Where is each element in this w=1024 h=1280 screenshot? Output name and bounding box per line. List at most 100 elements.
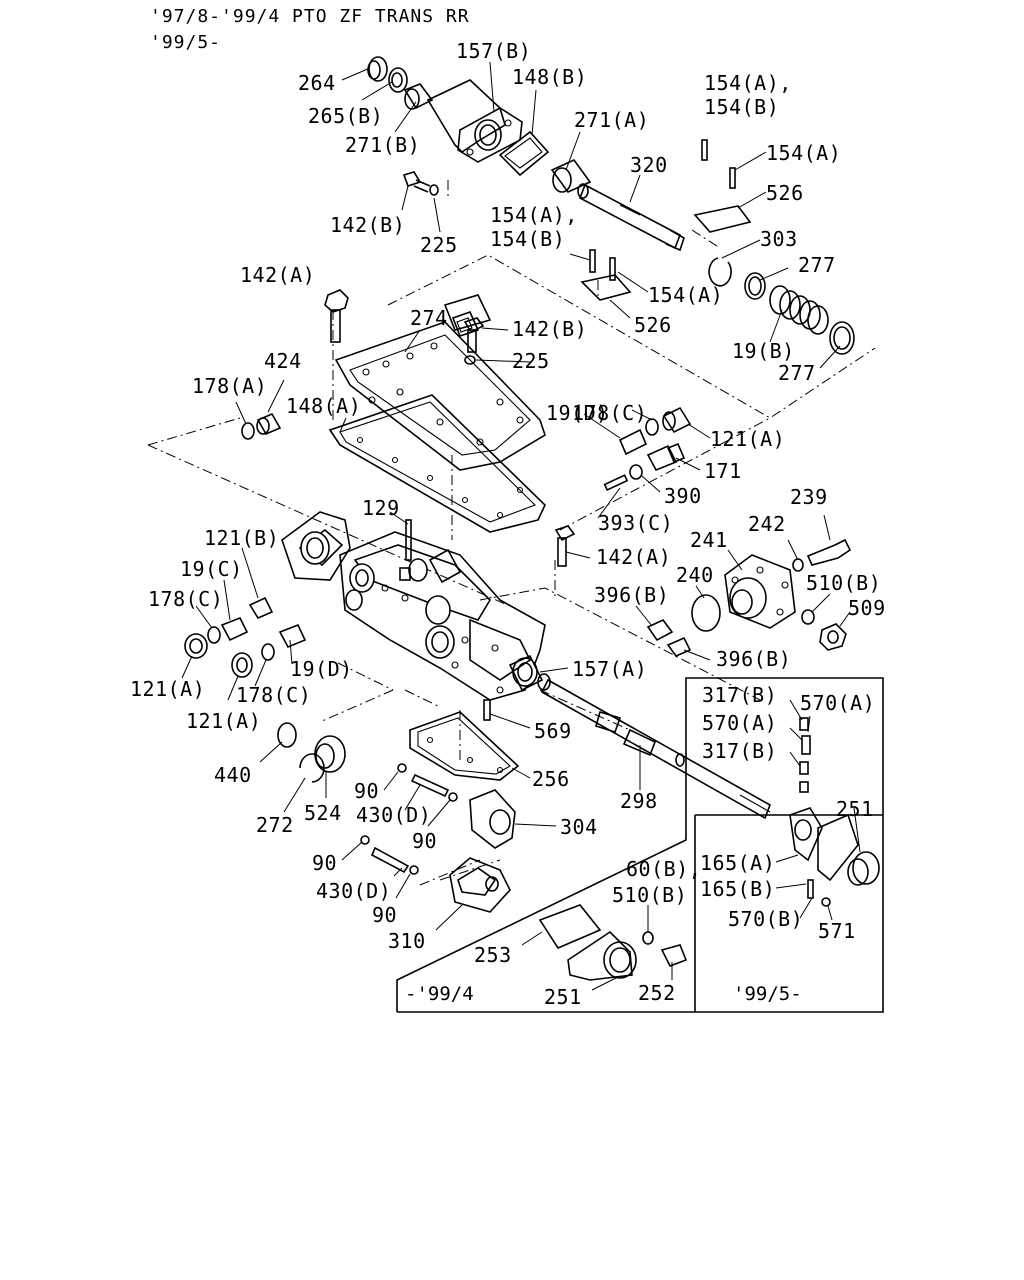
label-272: 272	[256, 813, 294, 837]
label-510b-bot: 510(B)	[612, 883, 687, 907]
label-390: 390	[664, 484, 702, 508]
label-154a-mid: 154(A)	[648, 283, 723, 307]
label-271a: 271(A)	[574, 108, 649, 132]
label-265b: 265(B)	[308, 104, 383, 128]
top-cover-274	[334, 294, 546, 471]
label-239: 239	[790, 485, 828, 509]
left-plugs	[184, 412, 307, 678]
label-225-mid: 225	[512, 349, 550, 373]
label-240: 240	[676, 563, 714, 587]
label-121a-left: 121(A)	[130, 677, 205, 701]
label-571: 571	[818, 919, 856, 943]
label-165a: 165(A)	[700, 851, 775, 875]
label-60b: 60(B),	[626, 857, 701, 881]
label-253: 253	[474, 943, 512, 967]
bolt-142a	[324, 289, 485, 365]
label-277-top: 277	[798, 253, 836, 277]
label-90-2: 90	[412, 829, 437, 853]
label-510b-right: 510(B)	[806, 571, 881, 595]
label-142b-top: 142(B)	[330, 213, 405, 237]
label-142a-mid: 142(A)	[596, 545, 671, 569]
header-line-1: '97/8-'99/4 PTO ZF TRANS RR	[150, 6, 470, 27]
label-424: 424	[264, 349, 302, 373]
label-19d-top-visible: 19(D)	[546, 401, 609, 425]
label-157a: 157(A)	[572, 657, 647, 681]
gasket-148a	[328, 394, 546, 533]
right-plugs	[603, 406, 692, 492]
label-178c-left: 178(C)	[148, 587, 223, 611]
gasket-256	[409, 711, 520, 781]
late-lever-parts	[789, 717, 880, 907]
variant-label-late: '99/5-	[733, 983, 802, 1005]
label-241: 241	[690, 528, 728, 552]
label-121a-right: 121(A)	[710, 427, 785, 451]
label-396b-bot: 396(B)	[716, 647, 791, 671]
label-569: 569	[534, 719, 572, 743]
label-430d-bot: 430(D)	[316, 879, 391, 903]
label-298: 298	[620, 789, 658, 813]
label-148b: 148(B)	[512, 65, 587, 89]
label-310: 310	[388, 929, 426, 953]
assembly-guide-lines	[147, 180, 876, 886]
label-121b: 121(B)	[204, 526, 279, 550]
label-129: 129	[362, 496, 400, 520]
header-line-2: '99/5-	[150, 32, 221, 53]
label-526-mid: 526	[634, 313, 672, 337]
label-171: 171	[704, 459, 742, 483]
label-317b-1: 317(B)	[702, 683, 777, 707]
label-142a-top: 142(A)	[240, 263, 315, 287]
early-cover-251	[538, 904, 688, 981]
transmission-case	[281, 511, 546, 701]
label-440: 440	[214, 763, 252, 787]
part-labels: 264 265(B) 271(B) 157(B) 148(B) 271(A) 1…	[130, 39, 886, 1009]
label-90-3: 90	[312, 851, 337, 875]
label-509: 509	[848, 596, 886, 620]
label-264: 264	[298, 71, 336, 95]
housing-241	[646, 538, 852, 657]
label-317b-2: 317(B)	[702, 739, 777, 763]
label-256: 256	[532, 767, 570, 791]
label-19b: 19(B)	[732, 339, 795, 363]
label-225-top: 225	[420, 233, 458, 257]
variant-label-early: -'99/4	[405, 983, 474, 1005]
label-154b-mid: 154(B)	[490, 227, 565, 251]
shaft-298	[483, 654, 771, 820]
leader-lines	[181, 61, 861, 991]
label-430d-top: 430(D)	[356, 803, 431, 827]
label-570b: 570(B)	[728, 907, 803, 931]
label-251-bot: 251	[544, 985, 582, 1009]
label-154b-top: 154(B)	[704, 95, 779, 119]
label-274: 274	[410, 306, 448, 330]
label-271b: 271(B)	[345, 133, 420, 157]
label-526-top: 526	[766, 181, 804, 205]
seal-parts-lower-left	[277, 722, 346, 783]
label-320: 320	[630, 153, 668, 177]
label-393c: 393(C)	[598, 511, 673, 535]
label-19c: 19(C)	[180, 557, 243, 581]
label-90-1: 90	[354, 779, 379, 803]
label-524: 524	[304, 801, 342, 825]
label-154ab-top: 154(A),	[704, 71, 792, 95]
label-121a-bot: 121(A)	[186, 709, 261, 733]
label-570a-1: 570(A)	[800, 691, 875, 715]
label-142b-mid: 142(B)	[512, 317, 587, 341]
variant-boxes: -'99/4 '99/5-	[396, 677, 884, 1013]
label-570a-2: 570(A)	[702, 711, 777, 735]
label-165b: 165(B)	[700, 877, 775, 901]
bolt-142a-mid	[554, 525, 576, 567]
label-178c-top: 178(C)	[572, 401, 647, 425]
label-178a: 178(A)	[192, 374, 267, 398]
label-277-bot: 277	[778, 361, 816, 385]
label-90-4: 90	[372, 903, 397, 927]
label-19d-bot: 19(D)	[290, 657, 353, 681]
label-303: 303	[760, 227, 798, 251]
label-148a: 148(A)	[286, 394, 361, 418]
label-242: 242	[748, 512, 786, 536]
label-154a-top: 154(A)	[766, 141, 841, 165]
label-251-right: 251	[836, 797, 874, 821]
label-396b-top: 396(B)	[594, 583, 669, 607]
label-252: 252	[638, 981, 676, 1005]
label-157b: 157(B)	[456, 39, 531, 63]
label-178c-bot: 178(C)	[236, 683, 311, 707]
